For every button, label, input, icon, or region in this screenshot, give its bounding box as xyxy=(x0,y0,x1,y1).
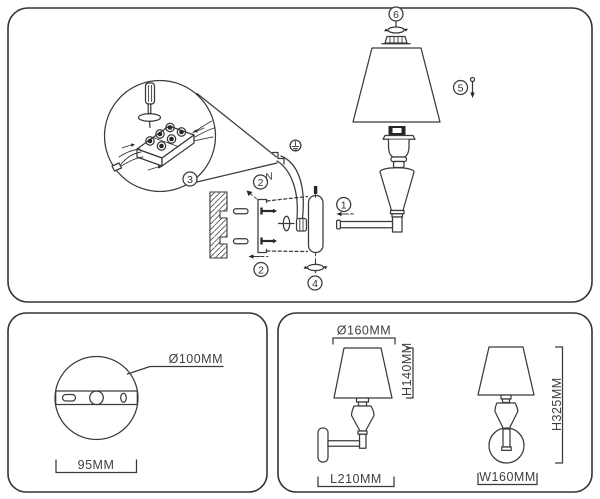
panel-border xyxy=(277,312,593,493)
spacing-dimension: 95MM xyxy=(55,458,138,474)
shade-height-label: H140MM xyxy=(400,342,414,396)
step-3-label: 3 xyxy=(187,174,193,186)
total-height-dimension: H325MM xyxy=(550,346,564,464)
shade-finial xyxy=(384,21,408,34)
locking-finial xyxy=(303,261,328,274)
step-2-bottom-label: 2 xyxy=(258,264,264,276)
bulb-insert-icon xyxy=(469,76,476,98)
step-5-label: 5 xyxy=(458,82,464,94)
lamp-backplate xyxy=(307,186,324,262)
insert-arrows xyxy=(121,127,205,171)
screw-spacing-label: 95MM xyxy=(78,458,115,472)
wall-plate-side xyxy=(317,427,329,463)
terminal-block xyxy=(136,122,195,167)
detail-wires xyxy=(111,120,215,172)
terminal-screws xyxy=(145,122,187,151)
total-height-label: H325MM xyxy=(550,377,564,431)
front-view-drawing xyxy=(477,346,535,464)
supply-wires: N xyxy=(264,139,308,232)
neutral-wire-label: N xyxy=(264,170,274,183)
slot-hole xyxy=(61,393,77,402)
wire-plug xyxy=(295,217,308,232)
lamp-shade xyxy=(352,47,441,123)
screw-hole xyxy=(120,392,127,403)
step-6-label: 6 xyxy=(393,9,399,21)
shade-diameter-dimension: Ø160MM xyxy=(332,324,396,345)
diameter-dimension: Ø100MM xyxy=(126,352,224,375)
thumb-screw xyxy=(277,215,295,232)
step-2-top-label: 2 xyxy=(258,177,264,189)
lamp-socket xyxy=(382,126,416,169)
lamp-arm xyxy=(335,219,394,230)
lamp-body xyxy=(379,167,415,233)
body-front xyxy=(494,402,519,430)
panel-border xyxy=(7,7,593,303)
shade-cap xyxy=(381,35,411,45)
earth-ground-icon xyxy=(289,139,302,152)
shade-height-dimension: H140MM xyxy=(400,342,414,399)
wiring-detail-circle: 3 xyxy=(103,79,217,193)
step-2-badge-bottom: 2 xyxy=(248,254,269,278)
wall-section xyxy=(209,191,228,259)
assembly-panel: 3 2 xyxy=(7,6,593,303)
center-hole xyxy=(89,390,104,406)
step-4-label: 4 xyxy=(312,278,318,290)
body-side xyxy=(350,405,375,432)
step-1-badge: 1 xyxy=(336,196,355,217)
panel-border xyxy=(7,312,268,493)
step-2-badge-top: 2 xyxy=(246,174,269,201)
step-3-badge: 3 xyxy=(182,171,198,187)
step-1-label: 1 xyxy=(341,199,347,211)
side-view-drawing xyxy=(317,347,393,463)
cable-entry xyxy=(271,151,285,165)
shade-front xyxy=(477,346,535,396)
wall-hatch xyxy=(209,191,228,259)
projection-dimension: L210MM xyxy=(317,472,395,488)
screwdriver-icon xyxy=(137,82,162,129)
shade-side xyxy=(333,347,393,399)
arm-side xyxy=(327,440,361,447)
step-6-badge: 6 xyxy=(388,6,404,22)
width-label: W160MM xyxy=(479,470,535,484)
step-5-badge: 5 xyxy=(452,76,476,98)
step-4-badge: 4 xyxy=(307,275,323,291)
mounting-screws xyxy=(260,207,277,245)
backplate-drawing xyxy=(54,355,139,441)
mounting-plate xyxy=(257,195,309,254)
width-dimension: W160MM xyxy=(477,470,538,486)
wall-lamp: 6 xyxy=(335,6,476,233)
wall-anchors xyxy=(232,208,249,245)
plate-diameter-label: Ø100MM xyxy=(169,352,223,366)
projection-label: L210MM xyxy=(330,472,382,486)
shade-diameter-label: Ø160MM xyxy=(337,324,391,338)
backplate-dimensions-panel: Ø100MM 95MM xyxy=(7,312,268,493)
lamp-dimensions-panel: Ø160MM H140MM L210MM W16 xyxy=(277,312,593,493)
